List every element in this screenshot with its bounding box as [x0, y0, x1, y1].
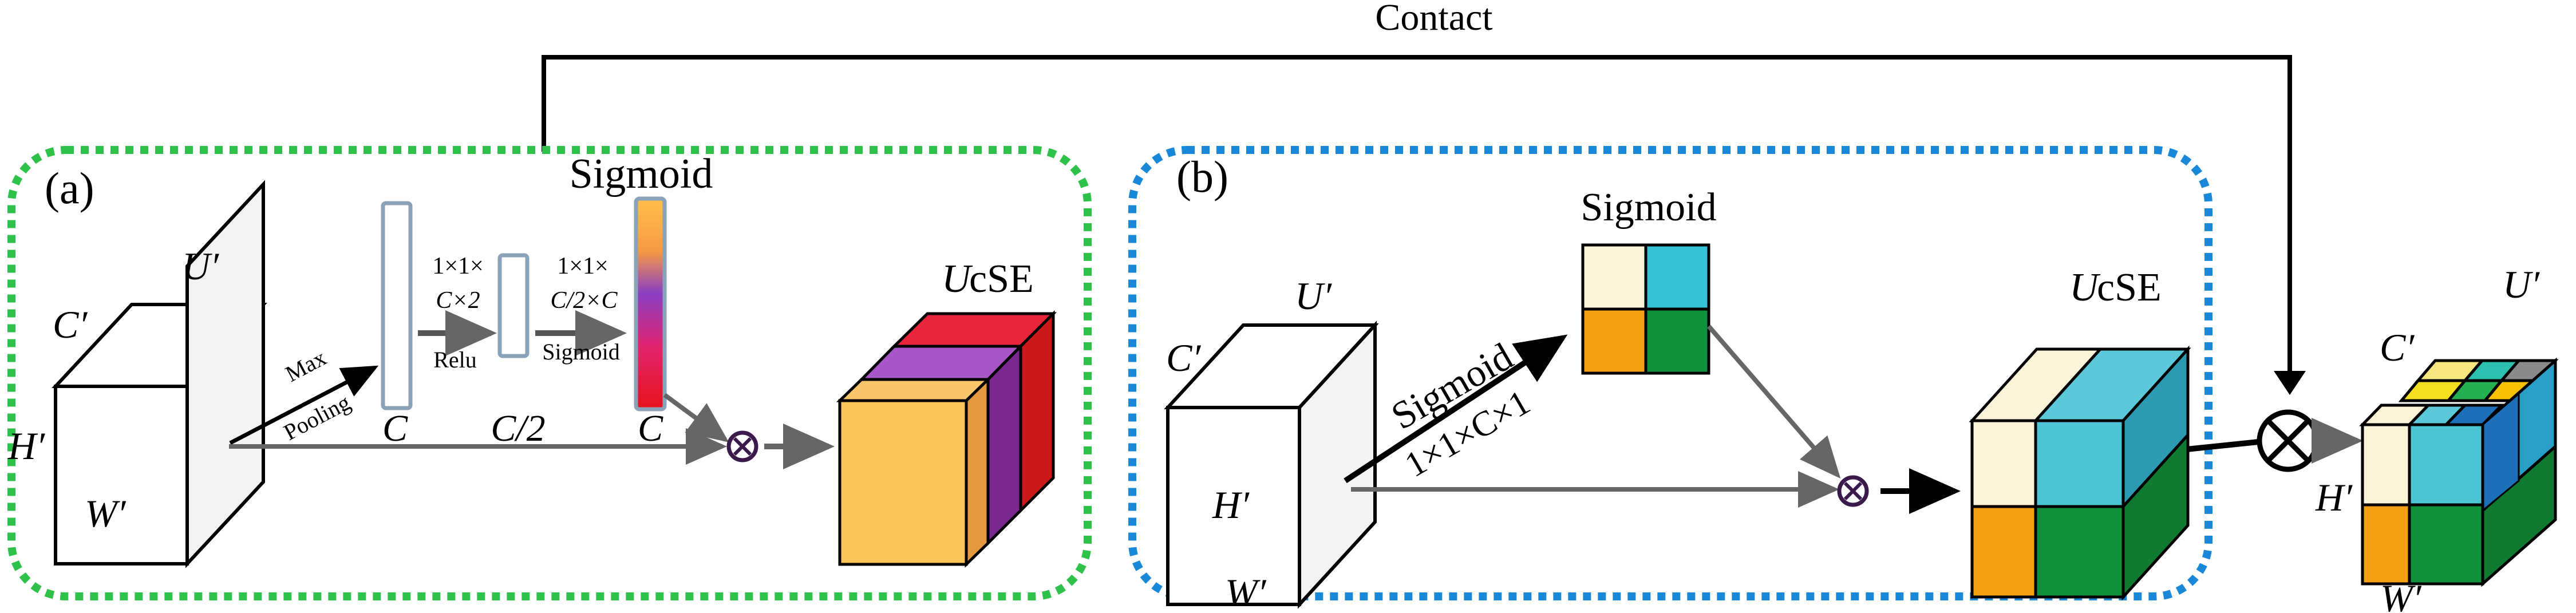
contact-connector [542, 55, 2306, 395]
cube-a-h-label: H′ [7, 424, 45, 468]
sigmoid-bar [634, 196, 667, 412]
input-cube-b [1164, 321, 1379, 609]
panel-b-tag: (b) [1176, 152, 1228, 201]
ucse-label-b-u: U [2069, 266, 2101, 310]
conv2-activation: Sigmoid [542, 339, 620, 365]
cube-b-w-label: W′ [1225, 571, 1267, 613]
cube-a-w-label: W′ [85, 492, 127, 535]
concat-multiply-node [2257, 409, 2320, 472]
multiply-node-a [726, 430, 758, 462]
channel-bar-c1-label: C [382, 408, 408, 449]
multiply-node-b [1837, 475, 1869, 507]
final-cube [2359, 357, 2559, 587]
scale-line-a [663, 393, 729, 442]
panel-a-frame [7, 146, 1092, 600]
panel-b-frame [1128, 146, 2212, 600]
cube-a-u-label: U′ [182, 244, 219, 288]
sigmoid-arrow-b [1344, 334, 1568, 484]
final-cube-c-label: C′ [2380, 326, 2415, 369]
ucse-label-a-cse: cSE [969, 257, 1034, 301]
final-cube-w-label: W′ [2380, 576, 2422, 613]
conv1-line1: 1×1× [432, 253, 483, 279]
conv2-line1: 1×1× [557, 253, 608, 279]
cube-b-h-label: H′ [1212, 483, 1250, 527]
channel-bar-c-half-label: C/2 [491, 408, 545, 449]
panel-a-tag: (a) [45, 163, 94, 213]
conv2-line2: C/2×C [550, 287, 618, 314]
channel-bar-c1 [381, 201, 413, 410]
ucse-cube-b [1969, 345, 2191, 601]
cube-b-u-label: U′ [1295, 274, 1332, 318]
ucse-label-b-cse: cSE [2097, 266, 2162, 310]
input-cube-a [52, 180, 267, 568]
channel-bar-c-half [497, 253, 530, 358]
ucse-cube-a [836, 310, 1057, 568]
concat-line-b [2186, 439, 2259, 452]
sigmoid-label-b: Sigmoid [1581, 185, 1716, 230]
ucse-label-a-u: U [942, 257, 973, 301]
sigmoid-bar-label: C [638, 408, 663, 449]
max-pooling-label-1: Max [281, 345, 330, 387]
sigmoid-label-a: Sigmoid [570, 151, 713, 197]
conv1-line2: C×2 [436, 287, 480, 314]
final-cube-u-label: U′ [2503, 263, 2540, 306]
final-cube-h-label: H′ [2315, 476, 2353, 519]
sigmoid-map-b [1581, 243, 1710, 375]
max-pooling-arrow [229, 365, 379, 445]
scale-line-b [1706, 325, 1841, 479]
cube-b-c-label: C′ [1166, 336, 1201, 379]
cube-a-c-label: C′ [53, 303, 88, 346]
contact-label: Contact [1375, 0, 1492, 38]
conv1-activation: Relu [433, 347, 477, 373]
